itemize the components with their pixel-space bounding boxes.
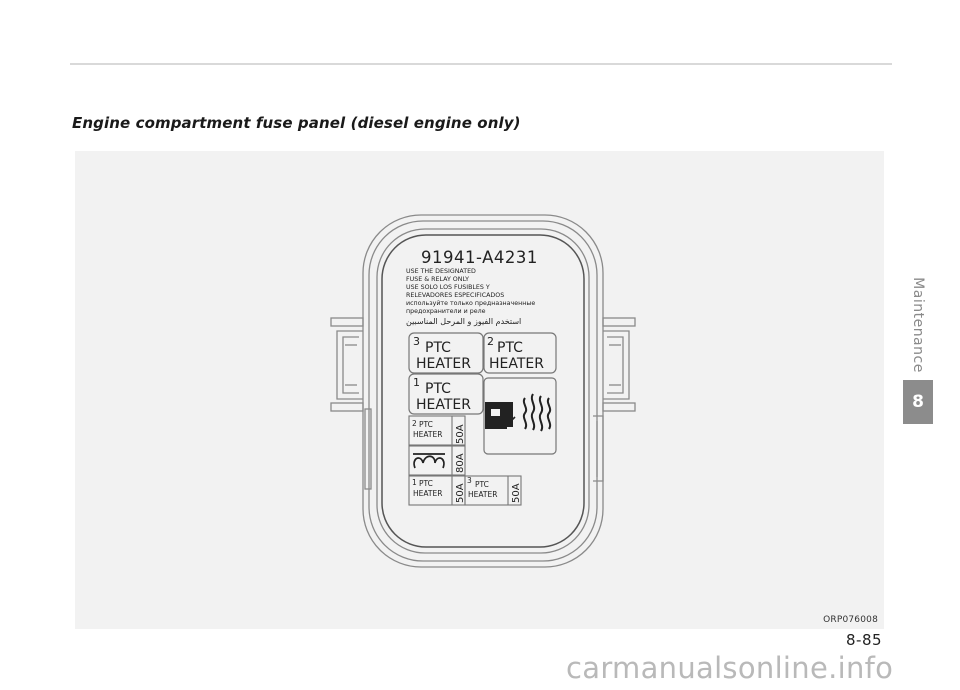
notice-text: USE THE DESIGNATED FUSE & RELAY ONLY USE… [406, 268, 535, 326]
page-number: 8-85 [846, 631, 883, 649]
notice-line: предохранители и реле [406, 308, 486, 315]
top-rule [70, 63, 892, 65]
fuse-80a: 80A [413, 453, 466, 473]
fuse-number: 2 [412, 419, 417, 428]
relay-label: HEATER [489, 356, 544, 372]
relay-number: 1 [413, 376, 420, 389]
notice-line: استخدم الفيوز و المرحل المناسبين [406, 317, 521, 326]
housing-inner-1 [368, 220, 598, 562]
fuse-rating: 80A [455, 453, 466, 473]
fuse-label: HEATER [468, 490, 497, 499]
glow-plug-icon [413, 453, 445, 469]
fuse-grid [408, 415, 522, 506]
fuse-label: PTC [419, 420, 433, 429]
fuse-label: HEATER [413, 489, 442, 498]
chapter-tab: 8 [903, 380, 933, 424]
section-title: Engine compartment fuse panel (diesel en… [72, 114, 521, 132]
relay-number: 2 [487, 335, 494, 348]
left-clips [330, 317, 372, 490]
relay-label: PTC [425, 381, 451, 397]
relay-label: PTC [497, 340, 523, 356]
fuse-rating: 50A [511, 483, 522, 503]
notice-line: FUSE & RELAY ONLY [406, 276, 469, 283]
icon-block [483, 377, 557, 455]
relay-number: 3 [413, 335, 420, 348]
fuse-1: 1 PTC HEATER 50A [412, 478, 466, 503]
fuse-panel-illustration: 91941-A4231 USE THE DESIGNATED FUSE & RE… [330, 214, 636, 568]
fuse-label: PTC [475, 480, 489, 489]
relay-label: HEATER [416, 397, 471, 413]
notice-line: USE SOLO LOS FUSIBLES Y [406, 284, 490, 291]
heater-waves-icon [522, 393, 552, 432]
right-clips [593, 317, 636, 482]
fuse-3: 3 PTC HEATER 50A [467, 476, 522, 503]
fuse-2: 2 PTC HEATER 50A [412, 419, 466, 444]
relay-1: 1 PTC HEATER [408, 373, 484, 415]
part-number: 91941-A4231 [421, 248, 538, 267]
fuse-number: 1 [412, 478, 417, 487]
fuse-rating: 50A [455, 483, 466, 503]
notice-line: USE THE DESIGNATED [406, 268, 476, 275]
figure-code: ORP076008 [823, 615, 878, 625]
relay-2: 2 PTC HEATER [483, 332, 557, 374]
housing-outer [362, 214, 604, 568]
relay-3: 3 PTC HEATER [408, 332, 484, 374]
notice-line: используйте только предназначенные [406, 299, 535, 307]
watermark: carmanualsonline.info [566, 651, 894, 685]
fuse-label: HEATER [413, 430, 442, 439]
fuse-number: 3 [467, 476, 472, 485]
fuel-pump-icon [485, 402, 516, 429]
fuse-panel-figure: 91941-A4231 USE THE DESIGNATED FUSE & RE… [75, 151, 884, 629]
fuse-rating: 50A [455, 424, 466, 444]
relay-label: PTC [425, 340, 451, 356]
notice-line: RELEVADORES ESPECIFICADOS [406, 292, 504, 299]
fuse-label: PTC [419, 479, 433, 488]
chapter-label: Maintenance [905, 270, 931, 380]
relay-label: HEATER [416, 356, 471, 372]
housing-label-panel [381, 234, 585, 548]
housing-inner-2 [376, 228, 590, 554]
chapter-label-text: Maintenance [910, 277, 926, 373]
